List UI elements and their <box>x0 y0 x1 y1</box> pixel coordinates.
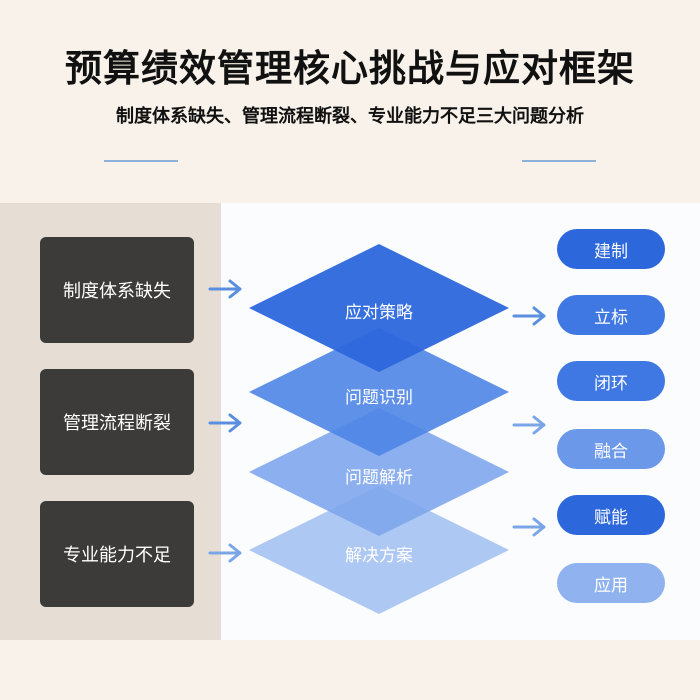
divider-left <box>104 160 178 162</box>
page-title: 预算绩效管理核心挑战与应对框架 <box>65 47 635 90</box>
outcome-pill-closed-loop: 闭环 <box>557 361 665 401</box>
outcome-pill-integration: 融合 <box>557 429 665 469</box>
layer-label-strategy: 应对策略 <box>345 303 413 323</box>
layer-label-identification: 问题识别 <box>345 388 413 408</box>
outcome-pill-set-standards: 立标 <box>557 295 665 335</box>
layer-analysis <box>249 408 509 536</box>
layer-strategy <box>249 244 509 372</box>
problem-box-system: 制度体系缺失 <box>40 237 194 343</box>
arrow-right-icon <box>208 543 242 563</box>
outcome-pill-empowerment: 赋能 <box>557 495 665 535</box>
layer-label-analysis: 问题解析 <box>345 468 413 488</box>
page-subtitle: 制度体系缺失、管理流程断裂、专业能力不足三大问题分析 <box>116 106 584 127</box>
problem-box-capability: 专业能力不足 <box>40 501 194 607</box>
arrow-right-icon <box>512 306 546 326</box>
layer-label-solution: 解决方案 <box>345 546 413 566</box>
divider-right <box>522 160 596 162</box>
arrow-right-icon <box>208 413 242 433</box>
layer-identification <box>249 328 509 456</box>
arrow-right-icon <box>512 415 546 435</box>
arrow-right-icon <box>512 517 546 537</box>
outcome-pill-build-system: 建制 <box>557 229 665 269</box>
outcome-pill-application: 应用 <box>557 563 665 603</box>
problem-box-process: 管理流程断裂 <box>40 369 194 475</box>
arrow-right-icon <box>208 279 242 299</box>
layer-solution <box>249 486 509 614</box>
